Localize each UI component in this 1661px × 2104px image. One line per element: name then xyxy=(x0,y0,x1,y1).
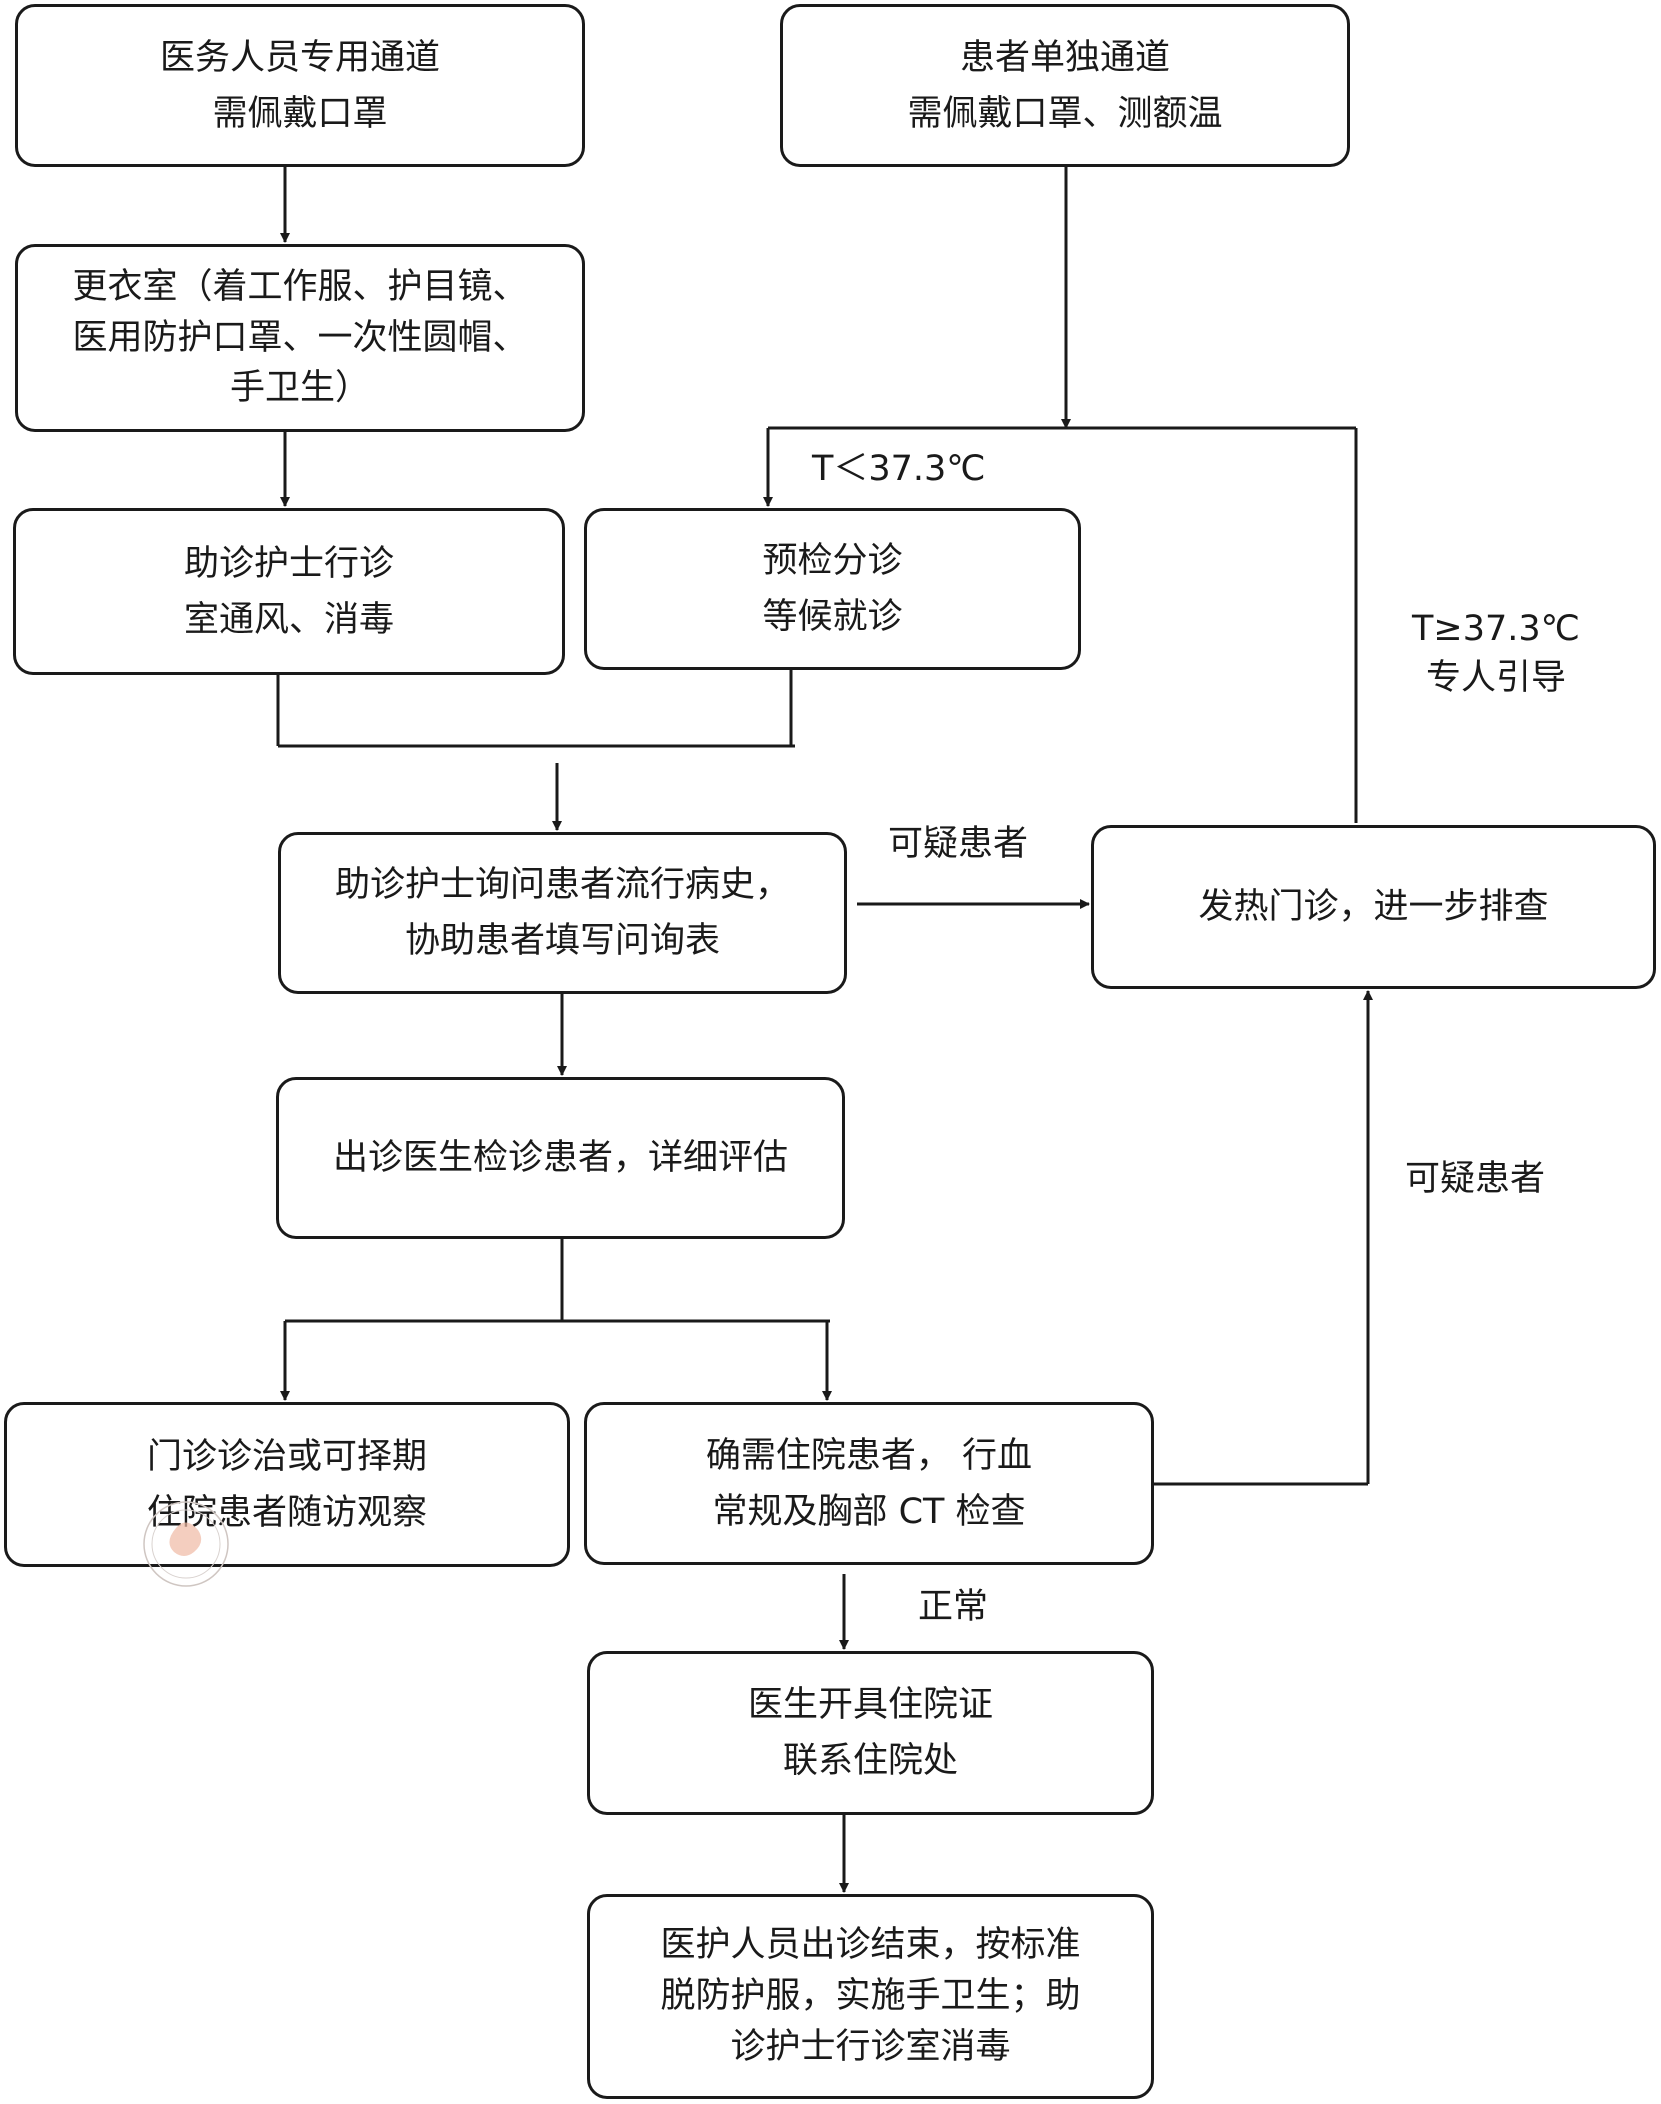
node-doctor-exam: 出诊医生检诊患者，详细评估 xyxy=(276,1077,845,1239)
label-suspect-check: 可疑患者 xyxy=(1405,1159,1546,1199)
label-suspect-inquire: 可疑患者 xyxy=(888,824,1029,864)
label-temp-normal: T＜37.3℃ xyxy=(812,449,986,489)
node-staff-channel: 医务人员专用通道 需佩戴口罩 xyxy=(15,4,585,167)
node-outpatient: 门诊诊治或可择期 住院患者随访观察 xyxy=(4,1402,570,1567)
label-temp-high: T≥37.3℃ 专人引导 xyxy=(1412,609,1580,698)
node-admission-cert: 医生开具住院证 联系住院处 xyxy=(587,1651,1154,1815)
node-nurse-inquire: 助诊护士询问患者流行病史， 协助患者填写问询表 xyxy=(278,832,847,994)
label-normal: 正常 xyxy=(918,1587,989,1627)
node-admission-check: 确需住院患者， 行血 常规及胸部 CT 检查 xyxy=(584,1402,1154,1565)
node-triage: 预检分诊 等候就诊 xyxy=(584,508,1081,670)
node-changing-room: 更衣室（着工作服、护目镜、 医用防护口罩、一次性圆帽、 手卫生） xyxy=(15,244,585,432)
watermark-logo xyxy=(143,1501,229,1587)
node-patient-channel: 患者单独通道 需佩戴口罩、测额温 xyxy=(780,4,1350,167)
node-fever-clinic: 发热门诊，进一步排查 xyxy=(1091,825,1656,989)
node-end: 医护人员出诊结束，按标准 脱防护服，实施手卫生；助 诊护士行诊室消毒 xyxy=(587,1894,1154,2099)
node-nurse-ventilate: 助诊护士行诊 室通风、消毒 xyxy=(13,508,565,675)
